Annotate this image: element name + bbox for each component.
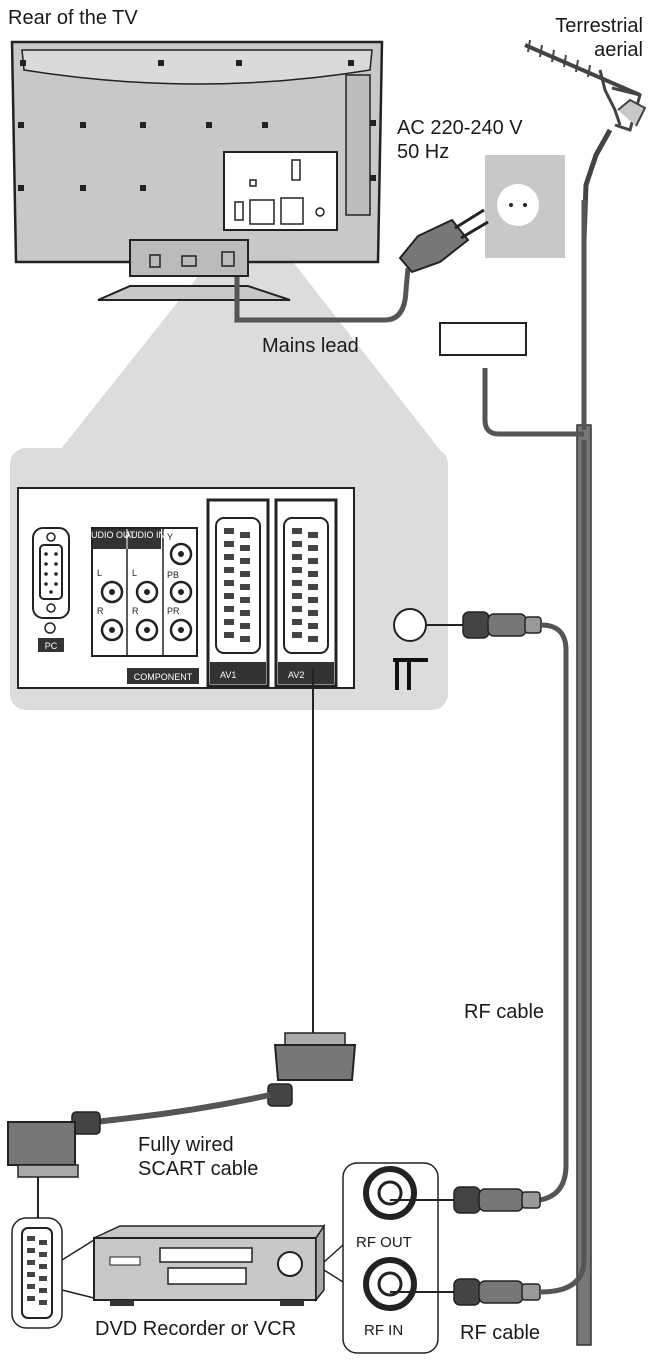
dvd-recorder xyxy=(93,1223,326,1306)
audio-in-text: AUDIO IN xyxy=(125,530,165,540)
scart-callout-lines xyxy=(61,1239,95,1299)
aerial-input-socket xyxy=(393,608,427,642)
splitter-box xyxy=(439,322,527,356)
terminal-panel: PC AUDIO OUT AUDIO IN L R L R Y PB PR xyxy=(10,448,448,710)
rf-cable-label-top: RF cable xyxy=(464,1001,545,1023)
splitter-branch-cable xyxy=(482,368,584,437)
pb-label: PB xyxy=(167,570,179,580)
zoom-wedge xyxy=(60,230,440,450)
wall-socket xyxy=(485,155,565,258)
l-label-in: L xyxy=(132,568,137,578)
r-label-in: R xyxy=(132,606,139,616)
r-label-out: R xyxy=(97,606,104,616)
rf-in-label: RF IN xyxy=(364,1322,404,1339)
scart-cable xyxy=(94,1092,271,1125)
rf-cable-upper xyxy=(539,622,569,1203)
recorder-scart-port xyxy=(11,1217,63,1329)
audio-out-label: AUDIO OUT xyxy=(85,530,136,540)
l-label-out: L xyxy=(97,568,102,578)
av1-scart-port: AV1 xyxy=(206,498,270,688)
tv-rear xyxy=(10,40,384,301)
y-label: Y xyxy=(167,532,173,542)
av2-label: AV2 xyxy=(288,670,304,680)
scart-cable-label: Fully wired SCART cable xyxy=(138,1133,258,1181)
scart-plug-tv-side xyxy=(267,1032,357,1107)
audio-in-label: AUDIO IN xyxy=(125,530,165,540)
aerial-label-line2: aerial xyxy=(594,39,643,61)
rf-out-label: RF OUT xyxy=(356,1234,412,1251)
mains-lead-label: Mains lead xyxy=(262,335,359,357)
scart-plug-recorder-side xyxy=(7,1111,101,1178)
terrestrial-aerial-label: Terrestrial aerial xyxy=(555,14,643,62)
component-label: COMPONENT xyxy=(134,672,193,682)
pr-label: PR xyxy=(167,606,180,616)
pc-label-box xyxy=(38,638,64,652)
rear-of-tv-label: Rear of the TV xyxy=(8,7,138,29)
pc-label: PC xyxy=(45,641,58,651)
power-label: AC 220-240 V 50 Hz xyxy=(397,116,523,164)
av2-scart-port: AV2 xyxy=(274,498,338,688)
pc-port xyxy=(32,527,70,634)
rf-plug-tv xyxy=(462,611,542,639)
rf-cable-label-bottom: RF cable xyxy=(460,1322,541,1344)
aerial-label-line1: Terrestrial xyxy=(555,15,643,37)
power-label-line1: AC 220-240 V xyxy=(397,117,523,139)
scart-label-line1: Fully wired xyxy=(138,1134,234,1156)
recorder-label: DVD Recorder or VCR xyxy=(95,1318,297,1340)
aerial-icon xyxy=(393,658,428,690)
rf-callout-lines xyxy=(323,1244,344,1283)
mains-plug xyxy=(398,208,489,274)
av1-label: AV1 xyxy=(220,670,236,680)
power-label-line2: 50 Hz xyxy=(397,141,450,163)
scart-label-line2: SCART cable xyxy=(138,1158,259,1180)
rf-cable-lower xyxy=(539,440,587,1295)
recorder-rf-port-box xyxy=(342,1162,439,1354)
rf-plug-rf-out xyxy=(453,1186,541,1214)
rf-plug-rf-in xyxy=(453,1278,541,1306)
mains-lead-cable xyxy=(234,267,411,323)
audio-component-block: AUDIO OUT AUDIO IN L R L R Y PB PR COMPO… xyxy=(85,527,199,684)
audio-out-text: AUDIO OUT xyxy=(85,530,136,540)
